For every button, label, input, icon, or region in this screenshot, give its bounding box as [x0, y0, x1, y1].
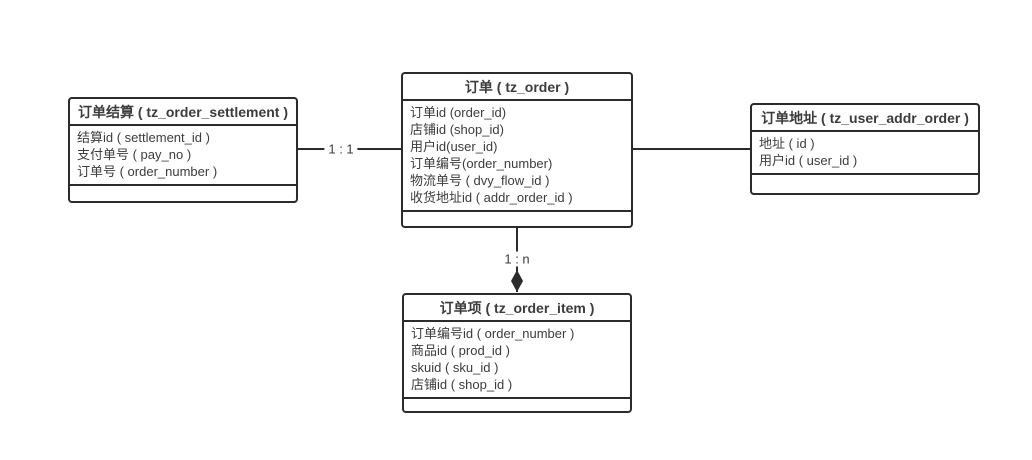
field-user-id: 用户id(user_id): [410, 139, 498, 154]
entity-order-item-footer: [404, 399, 630, 413]
entity-order-item-title: 订单项 ( tz_order_item ): [404, 295, 630, 322]
field-order-number: 订单编号(order_number): [410, 156, 553, 171]
entity-order-fields: 订单id (order_id) 店铺id (shop_id) 用户id(user…: [403, 101, 631, 212]
field-order-id: 订单id (order_id): [410, 105, 507, 120]
field-pay-no: 支付单号 ( pay_no ): [77, 147, 192, 162]
entity-order-settlement[interactable]: 订单结算 ( tz_order_settlement ) 结算id ( sett…: [68, 97, 298, 203]
entity-order-item[interactable]: 订单项 ( tz_order_item ) 订单编号id ( order_num…: [402, 293, 632, 413]
field-addr-user-id: 用户id ( user_id ): [759, 153, 858, 168]
field-settlement-id: 结算id ( settlement_id ): [77, 130, 210, 145]
relation-label-1-n: 1 : n: [500, 251, 534, 267]
relation-label-1-1: 1 : 1: [324, 141, 358, 157]
entity-user-addr-order-footer: [752, 175, 978, 193]
diamond-arrowhead-icon: [510, 270, 524, 292]
entity-user-addr-order[interactable]: 订单地址 ( tz_user_addr_order ) 地址 ( id ) 用户…: [750, 103, 980, 195]
field-shop-id: 店铺id (shop_id): [410, 122, 504, 137]
entity-order-settlement-title: 订单结算 ( tz_order_settlement ): [70, 99, 296, 126]
field-addr-id: 地址 ( id ): [759, 136, 815, 151]
field-dvy-flow-id: 物流单号 ( dvy_flow_id ): [410, 173, 550, 188]
entity-order-footer: [403, 212, 631, 226]
field-item-shop-id: 店铺id ( shop_id ): [411, 377, 513, 392]
field-prod-id: 商品id ( prod_id ): [411, 343, 510, 358]
entity-order-item-fields: 订单编号id ( order_number ) 商品id ( prod_id )…: [404, 322, 630, 399]
entity-user-addr-order-fields: 地址 ( id ) 用户id ( user_id ): [752, 132, 978, 175]
field-order-number: 订单号 ( order_number ): [77, 164, 218, 179]
field-sku-id: skuid ( sku_id ): [411, 360, 499, 375]
connector-order-addr: [633, 148, 750, 150]
entity-order-settlement-fields: 结算id ( settlement_id ) 支付单号 ( pay_no ) 订…: [70, 126, 296, 186]
field-addr-order-id: 收货地址id ( addr_order_id ): [410, 190, 573, 205]
entity-order[interactable]: 订单 ( tz_order ) 订单id (order_id) 店铺id (sh…: [401, 72, 633, 228]
field-item-order-number: 订单编号id ( order_number ): [411, 326, 575, 341]
entity-order-settlement-footer: [70, 186, 296, 201]
entity-user-addr-order-title: 订单地址 ( tz_user_addr_order ): [752, 105, 978, 132]
entity-order-title: 订单 ( tz_order ): [403, 74, 631, 101]
